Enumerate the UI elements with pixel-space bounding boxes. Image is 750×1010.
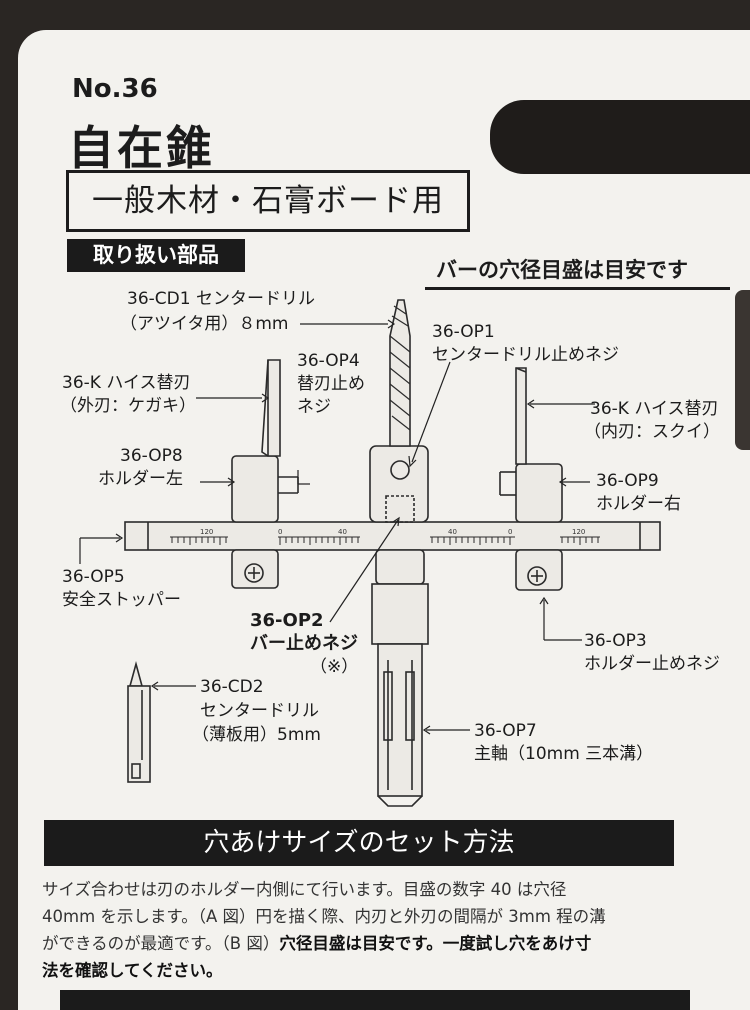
scale-mark: 40: [338, 528, 347, 536]
holder-right: [515, 463, 563, 523]
method-line-3a: ができるのが最適です。（B 図）: [42, 934, 280, 953]
method-line-4: 法を確認してください。: [42, 961, 223, 980]
holder-screw-right: [527, 566, 547, 586]
small-center-drill: [127, 660, 151, 783]
scale-mark: 0: [278, 528, 282, 536]
hang-slot: [490, 100, 750, 174]
scale-mark: 120: [200, 528, 213, 536]
label-op2-desc: バー止めネジ: [250, 633, 358, 654]
method-line-3b: 穴径目盛は目安です。一度試し穴をあけ寸: [279, 934, 592, 953]
label-op4-desc2: ネジ: [297, 397, 331, 417]
label-op5-desc: 安全ストッパー: [62, 590, 181, 610]
bottom-banner: [60, 990, 690, 1010]
scale-note-underline: [425, 287, 730, 290]
label-op7-code: 36-OP7: [474, 721, 537, 741]
label-op3-desc: ホルダー止めネジ: [584, 654, 720, 674]
method-description: サイズ合わせは刃のホルダー内側にて行います。目盛の数字 40 は穴径 40mm …: [42, 876, 682, 984]
label-cd2-code: 36-CD2: [200, 677, 264, 697]
bar-scale-ticks: [170, 536, 600, 545]
blade-left: [267, 359, 281, 457]
usage-label: 一般木材・石膏ボード用: [66, 170, 470, 232]
graduated-bar: [124, 521, 661, 551]
label-op3-code: 36-OP3: [584, 631, 647, 651]
label-op8-desc: ホルダー左: [98, 469, 183, 489]
label-op9-desc: ホルダー右: [596, 494, 681, 514]
label-k-left-code: 36-K ハイス替刃: [62, 373, 191, 393]
holder-screw-left: [244, 563, 264, 583]
label-op9-code: 36-OP9: [596, 471, 659, 491]
parts-banner: 取り扱い部品: [67, 239, 245, 272]
label-k-left-desc: （外刃：ケガキ）: [60, 396, 196, 416]
method-line-2: 40mm を示します。（A 図）円を描く際、内刃と外刃の間隔が 3mm 程の溝: [42, 907, 606, 926]
label-cd2-desc2: （薄板用）5mm: [192, 725, 321, 745]
label-op4-code: 36-OP4: [297, 351, 360, 371]
label-cd1-desc: （アツイタ用）８mm: [120, 314, 289, 334]
holder-left: [231, 455, 279, 523]
scale-mark: 120: [572, 528, 585, 536]
scale-note: バーの穴径目盛は目安です: [436, 258, 688, 282]
scale-mark: 40: [448, 528, 457, 536]
label-op1-desc: センタードリル止めネジ: [432, 345, 619, 365]
label-cd2-desc1: センタードリル: [200, 701, 319, 721]
label-op4-desc1: 替刃止め: [297, 374, 365, 394]
card-edge-shadow: [735, 290, 750, 450]
method-line-3: ができるのが最適です。（B 図）穴径目盛は目安です。一度試し穴をあけ寸: [42, 930, 682, 957]
center-body: [369, 445, 429, 523]
product-number: No.36: [72, 74, 158, 104]
label-op2-note: （※）: [310, 657, 359, 677]
label-op7-desc: 主軸（10mm 三本溝）: [474, 744, 654, 764]
label-k-right-desc: （内刃：スクイ）: [584, 422, 720, 442]
label-op5-code: 36-OP5: [62, 567, 125, 587]
label-cd1-code: 36-CD1 センタードリル: [127, 289, 315, 309]
blade-right: [515, 367, 527, 465]
scale-mark: 0: [508, 528, 512, 536]
label-op2-code: 36-OP2: [250, 610, 324, 631]
main-shaft-upper: [371, 583, 429, 645]
method-line-1: サイズ合わせは刃のホルダー内側にて行います。目盛の数字 40 は穴径: [42, 880, 567, 899]
product-name: 自在錐: [68, 121, 215, 175]
method-banner: 穴あけサイズのセット方法: [44, 820, 674, 866]
center-drill: [389, 299, 411, 447]
label-op1-code: 36-OP1: [432, 322, 495, 342]
label-k-right-code: 36-K ハイス替刃: [590, 399, 719, 419]
label-op8-code: 36-OP8: [120, 446, 183, 466]
